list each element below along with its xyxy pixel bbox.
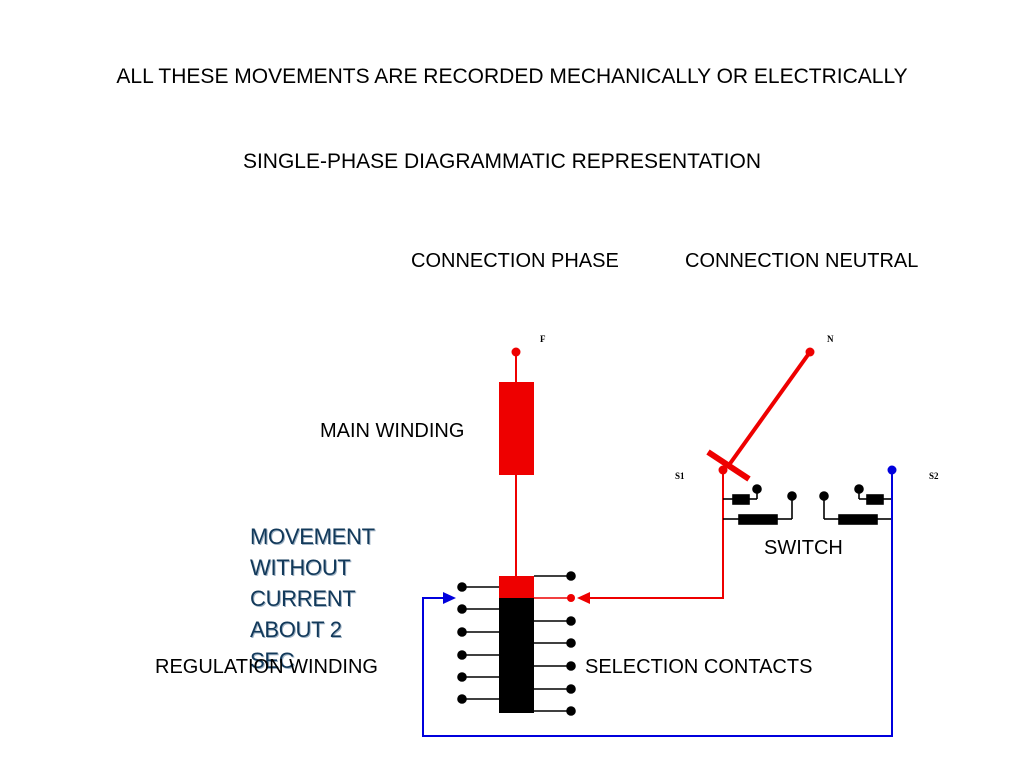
- s1-lower-resistor: [738, 514, 778, 525]
- s2-lower-dot: [819, 491, 829, 501]
- terminal-f-label: F: [540, 334, 546, 344]
- connection-neutral-label: CONNECTION NEUTRAL: [685, 250, 919, 272]
- s1-lower-dot: [787, 491, 797, 501]
- left-tap-dot-3: [457, 627, 467, 637]
- phase-selector-arrow: [577, 592, 590, 604]
- left-tap-dot-6: [457, 694, 467, 704]
- neutral-return-wire: [422, 470, 893, 737]
- note-line-3: CURRENT: [250, 586, 356, 611]
- left-tap-dot-4: [457, 650, 467, 660]
- terminal-n-label: N: [827, 334, 834, 344]
- left-taps: [457, 582, 499, 704]
- selection-contacts-label: SELECTION CONTACTS: [585, 656, 813, 678]
- phase-selector-wire: [588, 470, 724, 599]
- right-tap-dot-1: [566, 571, 576, 581]
- active-selection-dot: [567, 594, 575, 602]
- neutral-return-arrow: [443, 592, 456, 604]
- left-tap-dot-5: [457, 672, 467, 682]
- diagram-title: ALL THESE MOVEMENTS ARE RECORDED MECHANI…: [116, 65, 908, 88]
- s2-upper-dot: [854, 484, 864, 494]
- s1-upper-resistor: [732, 494, 750, 505]
- connection-phase-label: CONNECTION PHASE: [411, 250, 619, 272]
- note-line-2: WITHOUT: [250, 555, 351, 580]
- note-line-5: SEC: [250, 648, 295, 673]
- terminal-s1-dot: [718, 465, 728, 475]
- neutral-arm-contact: [706, 449, 751, 482]
- terminal-f-dot: [511, 347, 521, 357]
- regulation-winding-label: REGULATION WINDING: [155, 656, 378, 678]
- left-tap-dot-2: [457, 604, 467, 614]
- neutral-arm: [727, 350, 812, 467]
- s1-upper-dot: [752, 484, 762, 494]
- s2-lower-resistor: [838, 514, 878, 525]
- right-taps: [534, 571, 576, 716]
- terminal-s2-dot: [887, 465, 897, 475]
- main-winding-label: MAIN WINDING: [320, 420, 465, 442]
- diagram-subtitle: SINGLE-PHASE DIAGRAMMATIC REPRESENTATION: [242, 150, 762, 173]
- movement-note: MOVEMENT WITHOUT CURRENT ABOUT 2 SEC: [250, 521, 410, 676]
- left-tap-dot-1: [457, 582, 467, 592]
- switch-s2-side: [819, 484, 892, 525]
- right-tap-dot-7: [566, 706, 576, 716]
- terminal-n-dot: [805, 347, 815, 357]
- regulation-winding: [499, 598, 534, 713]
- note-line-4: ABOUT 2: [250, 617, 342, 642]
- terminal-s1-label: S1: [675, 471, 685, 481]
- note-line-1: MOVEMENT: [250, 524, 375, 549]
- right-tap-dot-5: [566, 661, 576, 671]
- switch-s1-side: [723, 484, 797, 525]
- right-tap-dot-4: [566, 638, 576, 648]
- switch-label: SWITCH: [764, 537, 843, 559]
- right-tap-dot-6: [566, 684, 576, 694]
- terminal-s2-label: S2: [929, 471, 939, 481]
- active-tap-block: [499, 576, 534, 598]
- s2-upper-resistor: [866, 494, 884, 505]
- main-winding: [499, 382, 534, 475]
- right-tap-dot-3: [566, 616, 576, 626]
